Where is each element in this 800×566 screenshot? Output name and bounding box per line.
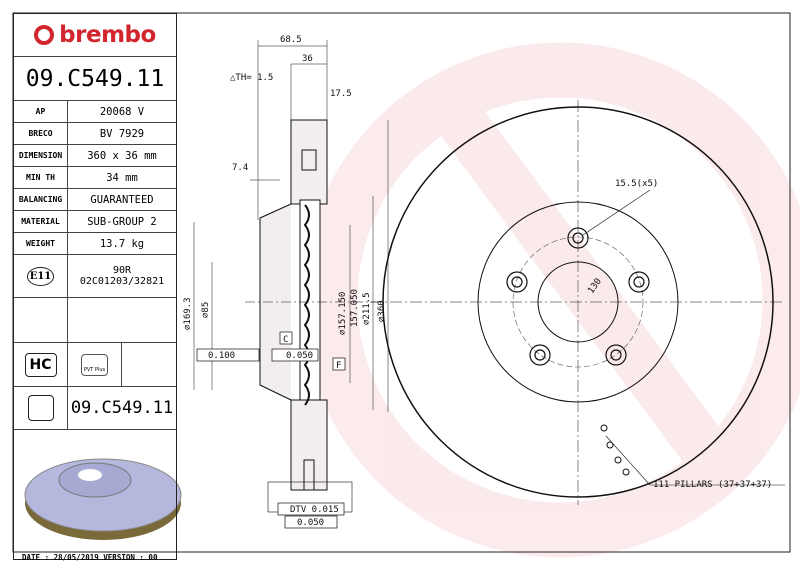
runout-tolerance: 0.050 xyxy=(297,518,324,528)
spec-label: DIMENSION xyxy=(14,145,68,166)
datum-c: C xyxy=(283,335,288,345)
d85-dimension: ⌀85 xyxy=(201,302,211,318)
footer-date-version: DATE : 28/05/2019 VERSION : 00 xyxy=(22,553,158,562)
brembo-logo-icon xyxy=(34,25,55,45)
parallelism-tolerance: 0.100 xyxy=(208,351,235,361)
d169-dimension: ⌀169.3 xyxy=(183,297,193,330)
part-number-repeat: 09.C549.11 xyxy=(70,398,174,418)
flatness-tolerance: 0.050 xyxy=(286,351,313,361)
pvt-plus-badge: PVT Plus xyxy=(80,353,109,376)
spec-label: MIN TH xyxy=(14,167,68,188)
brand-logo: brembo xyxy=(14,14,176,57)
brand-name: brembo xyxy=(59,22,156,48)
e11-approval-mark: E11 xyxy=(26,266,55,286)
disc-section-view xyxy=(193,40,389,529)
pillars-label: 111 PILLARS (37+37+37) xyxy=(653,480,772,490)
spec-value: SUB-GROUP 2 xyxy=(87,215,157,228)
dtv-tolerance: DTV 0.015 xyxy=(290,505,339,515)
spec-label: BALANCING xyxy=(14,189,68,210)
d157-min-dimension: 157.050 xyxy=(350,289,360,327)
hc-badge: HC xyxy=(24,352,57,377)
d360-dimension: ⌀360 xyxy=(377,300,387,322)
hat-dimension: 7.4 xyxy=(232,163,248,173)
disc-section-icon xyxy=(27,395,54,421)
part-number: 09.C549.11 xyxy=(14,57,176,101)
disc-image-cell xyxy=(14,430,176,559)
delta-th-dimension: △TH= 1.5 xyxy=(230,73,273,83)
spec-label: MATERIAL xyxy=(14,211,68,232)
hole-dimension: 15.5(x5) xyxy=(615,179,658,189)
spec-value: 20068 V xyxy=(99,105,145,118)
d157-max-dimension: ⌀157.150 xyxy=(338,292,348,335)
spec-value: 360 x 36 mm xyxy=(87,149,157,162)
width-dimension: 68.5 xyxy=(280,35,302,45)
spec-table: brembo 09.C549.11 AP 20068 V BRECO BV 7929… xyxy=(13,13,177,560)
thickness-dimension: 36 xyxy=(302,54,313,64)
spec-value: 13.7 kg xyxy=(99,237,145,250)
spec-label: AP xyxy=(14,101,68,122)
spec-label: WEIGHT xyxy=(14,233,68,254)
approval-code: 90R xyxy=(112,265,132,276)
spec-value: BV 7929 xyxy=(99,127,145,140)
disc-front-view xyxy=(370,100,785,505)
datum-f: F xyxy=(336,361,341,371)
spec-value: GUARANTEED xyxy=(90,193,154,206)
spec-label: BRECO xyxy=(14,123,68,144)
brembo-watermark xyxy=(302,42,800,558)
approval-number: 02C01203/32821 xyxy=(79,276,165,287)
disc-3d-image xyxy=(24,458,182,540)
spec-value: 34 mm xyxy=(106,171,138,184)
d211-dimension: ⌀211.5 xyxy=(362,292,372,325)
offset-dimension: 17.5 xyxy=(330,89,352,99)
bolt-holes xyxy=(506,227,650,366)
